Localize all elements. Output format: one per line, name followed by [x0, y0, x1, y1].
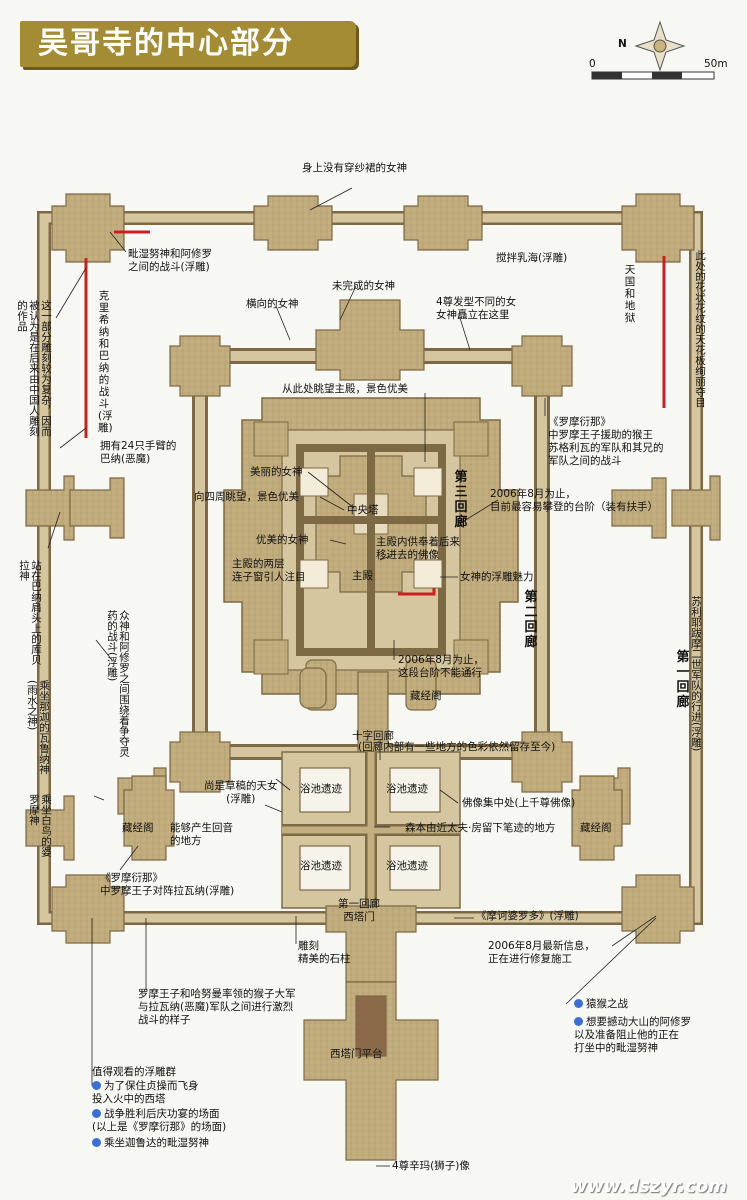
libraries: [123, 667, 623, 861]
inner-library-label: 藏经阁: [410, 690, 442, 702]
label-lions: 4尊辛玛(狮子)像: [392, 1160, 470, 1172]
bullet-icon: [92, 1081, 101, 1090]
first-corridor-label: 第一回廊: [676, 650, 690, 710]
label-stair-2006: 2006年8月为止， 目前最容易攀登的台阶（装有扶手）: [490, 488, 658, 513]
vlabel-heaven-hell: 天国和地狱: [624, 264, 636, 324]
label-four-goddesses: 4尊发型不同的女 女神矗立在这里: [436, 296, 517, 321]
vlabel-fight-elixir: 众神和阿修罗之间围绕着争夺灵药的战斗(浮雕): [106, 610, 130, 757]
bullet-icon: [574, 1017, 583, 1026]
outer-gates: [25, 195, 721, 861]
bath-ruin-3: 浴池遗迹: [300, 860, 342, 872]
legend-right-item-2: 想要撼动大山的阿修罗 以及准备阻止他的正在 打坐中的毗湿努神: [574, 1016, 691, 1054]
label-goddess-no-skirt: 身上没有穿纱裙的女神: [302, 162, 407, 174]
label-cross-colors: (回廊内部有一些地方的色彩依然留存至今): [358, 741, 556, 753]
label-ramayana-left: 《罗摩衍那》 中罗摩王子对阵拉瓦纳(浮雕): [100, 872, 235, 897]
watermark: www.dszyr.com: [570, 1176, 727, 1197]
label-ramayana-right: 《罗摩衍那》 中罗摩王子援助的猴王 苏格利瓦的军队和其兄的 军队之间的战斗: [548, 416, 664, 467]
right-library-label: 藏经阁: [580, 822, 612, 834]
label-morimoto: 森本由近太夫·房留下笔迹的地方: [405, 822, 556, 834]
label-mahabharata: 《摩诃婆罗多》(浮雕): [476, 910, 579, 922]
legend-left-heading: 值得观看的浮雕群: [92, 1066, 176, 1078]
vlabel-varuna: 乘坐那迦的瓦鲁纳神(雨水之神): [26, 680, 50, 775]
left-library-label: 藏经阁: [122, 822, 154, 834]
legend-left-item-2: 战争胜利后庆功宴的场面 (以上是《罗摩衍那》的场面): [92, 1108, 227, 1133]
label-buddha-gather: 佛像集中处(上千尊佛像): [462, 797, 576, 809]
vlabel-kubera: 站在巴纳肩头上的库贝拉神: [18, 560, 42, 665]
west-causeway: [303, 905, 439, 1161]
leader-lines: [47, 187, 657, 1167]
vlabel-suryavarman: 苏利耶跋摩二世军队的行进(浮雕): [690, 596, 702, 752]
label-asura-24: 拥有24只手臂的 巴纳(恶魔): [100, 440, 177, 465]
label-graceful-goddess: 优美的女神: [256, 534, 309, 546]
vlabel-vishnu-bird: 乘坐白鸟的婆罗摩神: [28, 794, 52, 857]
label-windows: 主殿的两层 连子窗引人注目: [232, 558, 306, 583]
label-churning: 搅拌乳海(浮雕): [496, 252, 568, 264]
label-beautiful-goddess: 美丽的女神: [250, 466, 303, 478]
third-corridor-label: 第三回廊: [454, 470, 468, 530]
vlabel-chinese-carving: 这一部分雕刻较为复杂，因而被认为是在后来由中国人雕刻的作品: [16, 300, 52, 437]
label-view-around: 向四周眺望，景色优美: [194, 491, 299, 503]
label-stair-closed: 2006年8月为止， 这段台阶不能通行: [398, 654, 484, 679]
label-pillars: 雕刻 精美的石柱: [298, 940, 351, 965]
label-unfinished-goddess: 未完成的女神: [332, 280, 395, 292]
legend-left-item-1: 为了保住贞操而飞身 投入火中的西塔: [92, 1080, 199, 1105]
bath-ruin-1: 浴池遗迹: [300, 783, 342, 795]
north-label: N: [618, 38, 627, 50]
bath-ruin-2: 浴池遗迹: [386, 783, 428, 795]
label-echo: 能够产生回音 的地方: [170, 822, 233, 847]
vlabel-ceiling: 此处的花状花纹的天花板绚丽夺目: [694, 250, 706, 408]
scale-max: 50m: [704, 58, 728, 70]
main-hall-label: 主殿: [352, 570, 373, 582]
vlabel-krishna: 克里希纳和巴纳的战斗(浮雕): [98, 290, 113, 434]
label-shiva-asura: 毗湿努神和阿修罗 之间的战斗(浮雕): [128, 248, 212, 273]
legend-left-item-3: 乘坐迦鲁达的毗湿努神: [92, 1137, 209, 1150]
corner-towers: [51, 193, 695, 944]
scale-zero: 0: [589, 58, 596, 70]
label-sketch-goddess: 尚是草稿的天女 (浮雕): [204, 780, 278, 805]
central-block: [223, 397, 519, 695]
label-view-main: 从此处眺望主殿，景色优美: [282, 383, 408, 395]
label-restoration: 2006年8月最新信息， 正在进行修复施工: [488, 940, 595, 965]
bath-ruin-4: 浴池遗迹: [386, 860, 428, 872]
label-monkey-army: 罗摩王子和哈努曼率领的猴子大军 与拉瓦纳(恶魔)军队之间进行激烈 战斗的样子: [138, 988, 296, 1026]
label-side-goddess: 横向的女神: [246, 298, 299, 310]
page-title: 吴哥寺的中心部分: [38, 26, 294, 61]
compass-icon: [634, 20, 686, 72]
second-corridor-label: 第二回廊: [524, 590, 538, 650]
second-towers: [169, 299, 573, 793]
title-banner: 吴哥寺的中心部分: [20, 21, 356, 67]
highlight-lines: [84, 230, 666, 438]
bullet-icon: [92, 1138, 101, 1147]
bullet-icon: [574, 999, 583, 1008]
cross-gallery: [281, 751, 461, 909]
bullet-icon: [92, 1109, 101, 1118]
legend-right-item-1: 猿猴之战: [574, 998, 628, 1011]
west-platform-label: 西塔门平台: [330, 1048, 383, 1060]
label-buddha-moved: 主殿内供奉着后来 移进去的佛像: [376, 536, 460, 561]
central-tower-label: 中央塔: [347, 504, 379, 516]
cross-corridor-label: 十字回廊: [352, 730, 394, 742]
west-gate-label: 第一回廊 西塔门: [338, 898, 380, 923]
scale-bar: [591, 71, 715, 80]
label-goddess-charm: 女神的浮雕魅力: [460, 571, 534, 583]
